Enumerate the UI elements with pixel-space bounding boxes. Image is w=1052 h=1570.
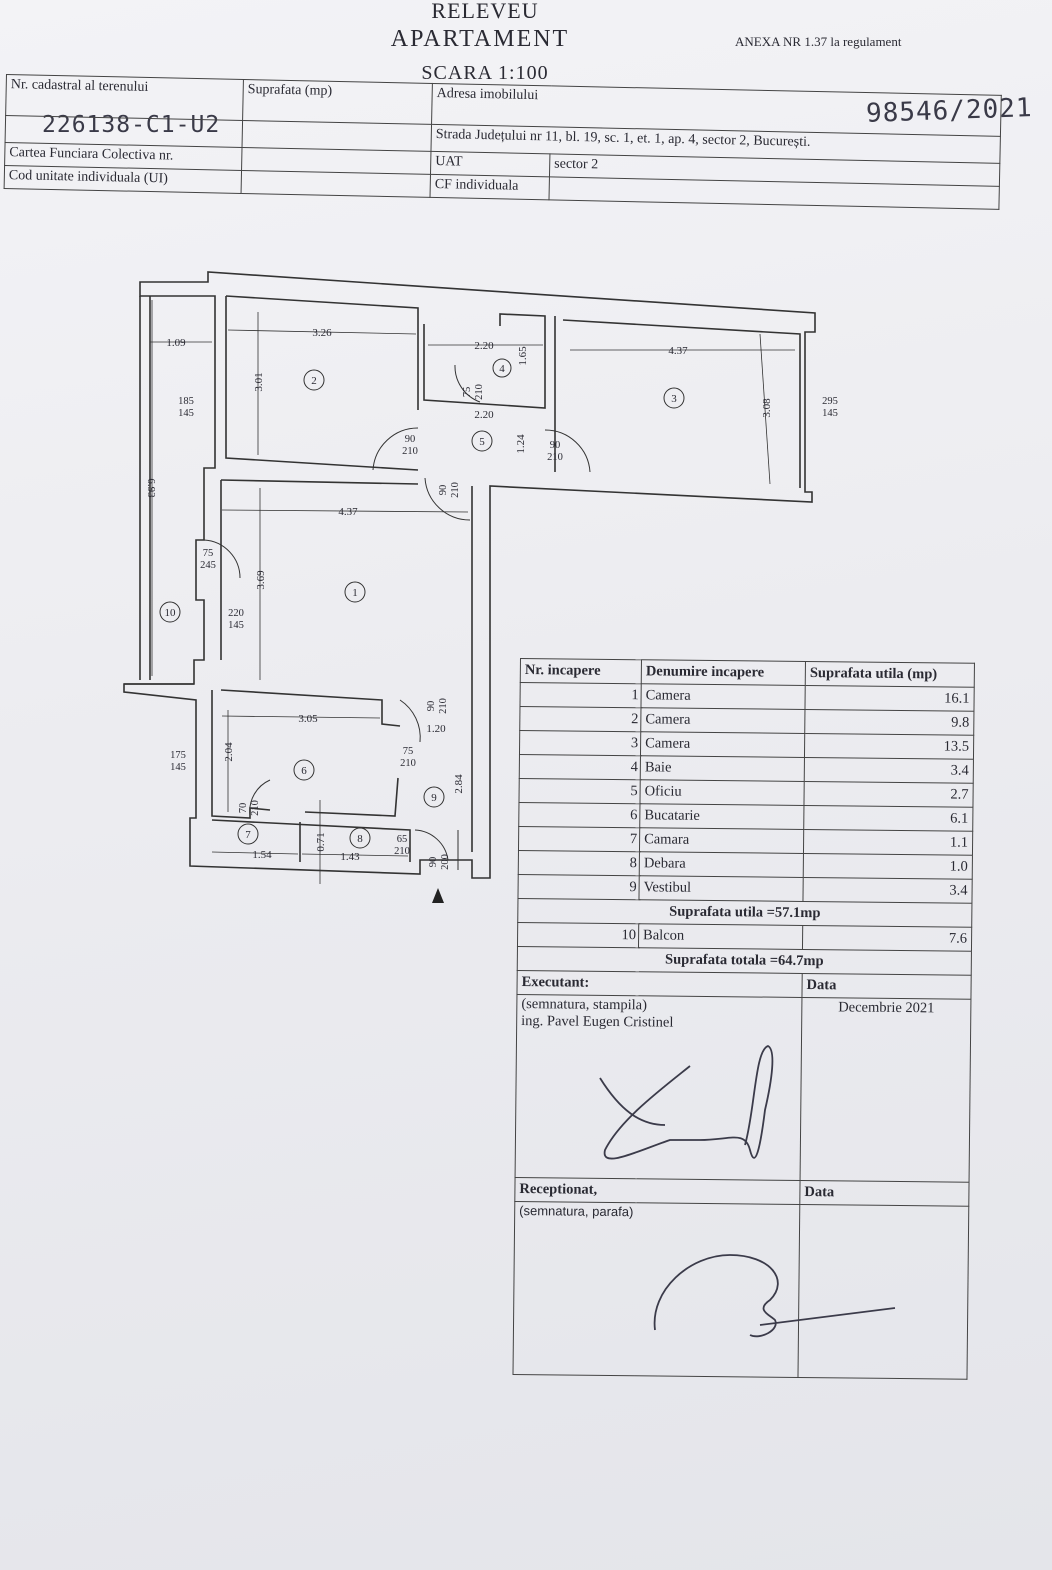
door-90b-top: 90: [550, 440, 561, 451]
window-175-bottom: 145: [170, 762, 186, 773]
dim-3-05: 3.05: [298, 713, 318, 725]
window-295-bottom: 145: [822, 408, 838, 419]
door-90b-bottom: 210: [547, 452, 563, 463]
dimension-lines: [150, 300, 795, 884]
dim-0-71: 0.71: [315, 832, 327, 851]
dim-2-04: 2.04: [223, 742, 235, 762]
door-75a-top: 75: [462, 387, 473, 398]
dim-1-24: 1.24: [515, 434, 527, 454]
room-number-5: 5: [479, 436, 485, 448]
window-220-top: 220: [228, 608, 244, 619]
room-number-3: 3: [671, 393, 677, 405]
dim-6-93: 6.93: [145, 478, 157, 498]
dim-3-08: 3.08: [761, 398, 773, 418]
room-number-8: 8: [357, 833, 363, 845]
title-apartament: APARTAMENT: [390, 26, 570, 52]
door-90e-bottom: 200: [440, 854, 451, 870]
door-90d-bottom: 210: [438, 698, 449, 714]
dim-2-20-top: 2.20: [474, 340, 494, 352]
door-75-245-bottom: 245: [200, 560, 216, 571]
room-number-10: 10: [165, 607, 177, 619]
door-70-bottom: 210: [250, 800, 261, 816]
door-90c-top: 90: [438, 485, 449, 496]
room-markers: [159, 358, 685, 849]
walls: [123, 271, 816, 879]
handwritten-cadastral: 226138-C1-U2: [42, 112, 221, 138]
door-75c-top: 75: [403, 746, 414, 757]
dim-1-65: 1.65: [517, 346, 529, 366]
window-295-top: 295: [822, 396, 838, 407]
dim-1-20: 1.20: [426, 723, 446, 735]
door-swings: [203, 364, 591, 870]
door-65-top: 65: [397, 834, 408, 845]
dim-3-01: 3.01: [253, 372, 265, 391]
door-65-bottom: 210: [394, 846, 410, 857]
window-185-top: 185: [178, 396, 194, 407]
room-number-6: 6: [301, 765, 307, 777]
dim-3-69: 3.69: [255, 570, 267, 590]
window-185-bottom: 145: [178, 408, 194, 419]
receptionat-signature: [653, 1254, 896, 1338]
room-number-2: 2: [311, 375, 317, 387]
door-90e-top: 90: [428, 857, 439, 868]
entrance-arrow-icon: [432, 888, 444, 903]
anexa-label: ANEXA NR 1.37 la regulament: [735, 34, 902, 49]
window-175-top: 175: [170, 750, 186, 761]
dim-2-84: 2.84: [453, 774, 465, 794]
door-70-top: 70: [238, 803, 249, 814]
title-releveu: RELEVEU: [431, 0, 539, 23]
dim-4-37-top: 4.37: [668, 345, 688, 357]
dim-3-26: 3.26: [312, 327, 332, 339]
room-number-7: 7: [245, 829, 251, 841]
door-90a-top: 90: [405, 434, 416, 445]
room-number-4: 4: [499, 363, 505, 375]
dim-4-37-mid: 4.37: [338, 506, 358, 518]
door-90c-bottom: 210: [450, 482, 461, 498]
door-75-245-top: 75: [203, 548, 214, 559]
door-75c-bottom: 210: [400, 758, 416, 769]
dim-2-20-bottom: 2.20: [474, 409, 494, 421]
door-90a-bottom: 210: [402, 446, 418, 457]
door-75a-bottom: 210: [474, 384, 485, 400]
dim-1-43: 1.43: [340, 851, 360, 863]
scale-label: SCARA 1:100: [421, 62, 549, 84]
window-220-bottom: 145: [228, 620, 244, 631]
room-number-1: 1: [352, 587, 358, 599]
dim-1-54: 1.54: [252, 849, 272, 861]
door-90d-top: 90: [426, 701, 437, 712]
room-number-9: 9: [431, 792, 437, 804]
executant-signature: [599, 1045, 774, 1160]
dim-1-09: 1.09: [166, 337, 186, 349]
